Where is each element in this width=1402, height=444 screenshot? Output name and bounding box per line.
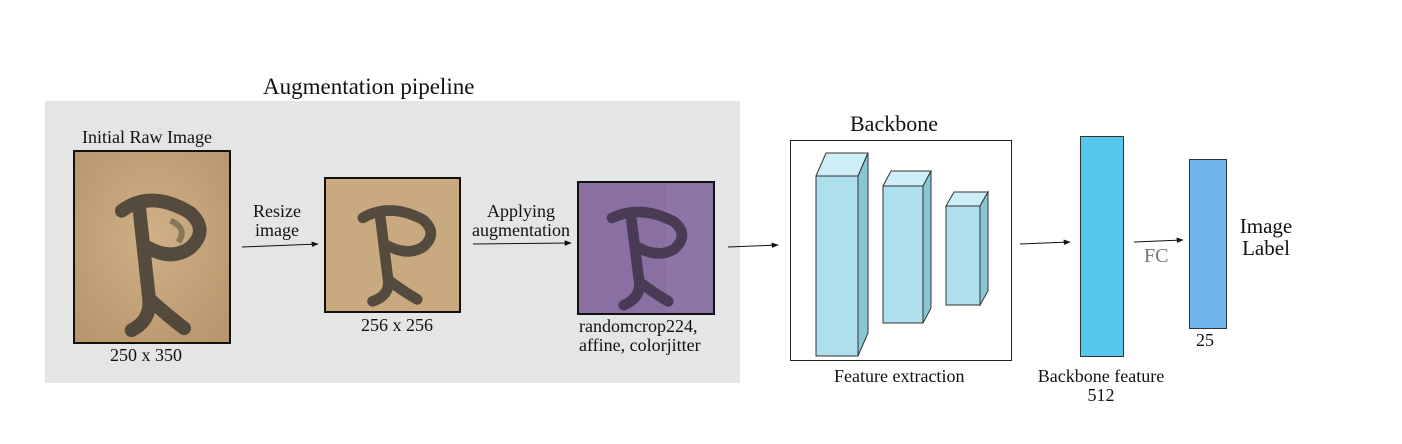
output-size: 25 [1196, 330, 1214, 350]
raw-image [73, 150, 231, 344]
resized-image [324, 177, 461, 313]
arrow-to-feature [1019, 239, 1071, 246]
raw-image-title: Initial Raw Image [82, 127, 212, 147]
output-bar [1189, 159, 1227, 329]
backbone-blocks [815, 152, 989, 357]
output-label: Image Label [1239, 214, 1293, 261]
backbone-title: Backbone [850, 111, 938, 136]
backbone-feature-caption: Backbone feature 512 [1037, 366, 1165, 405]
arrow-to-backbone [727, 242, 779, 249]
glyph-p-stroke [114, 193, 207, 338]
arrow-fc [1133, 237, 1184, 244]
arrow-augment [472, 240, 572, 246]
conv-block-1 [815, 152, 869, 357]
resized-size: 256 x 256 [361, 315, 433, 335]
pipeline-title: Augmentation pipeline [263, 74, 475, 99]
backbone-caption: Feature extraction [834, 366, 965, 386]
resize-label: Resize image [253, 201, 301, 240]
raw-image-size: 250 x 350 [110, 345, 182, 365]
conv-block-3 [945, 190, 989, 307]
backbone-feature-bar [1080, 136, 1124, 357]
arrow-resize [241, 241, 319, 248]
augmented-image [577, 181, 715, 315]
augmented-caption: randomcrop224, affine, colorjitter [579, 316, 701, 355]
fc-label: FC [1144, 245, 1169, 267]
augment-label: Applying augmentation [472, 201, 570, 240]
conv-block-2 [882, 170, 932, 324]
